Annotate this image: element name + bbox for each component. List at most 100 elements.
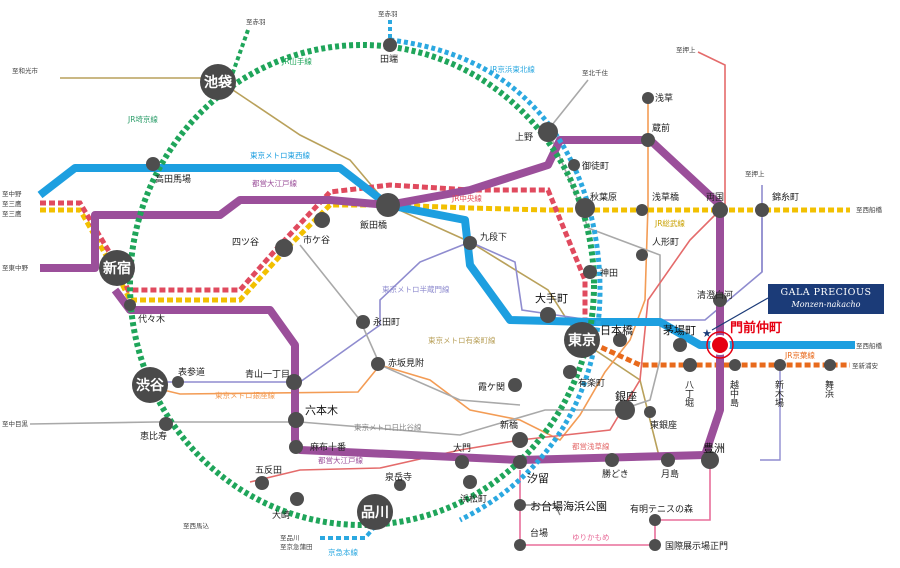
tozai-line: [37, 164, 855, 349]
station-hamamatsucho[interactable]: 浜松町: [460, 475, 487, 505]
station-azabujuban[interactable]: 麻布十番: [289, 440, 346, 454]
dest-nishifunabashi-2: 至西船橋: [856, 341, 883, 350]
station-kiyosumi[interactable]: 清澄白河: [697, 289, 733, 307]
station-sengakuji[interactable]: 泉岳寺: [385, 471, 412, 491]
station-kuramae[interactable]: 蔵前: [641, 122, 670, 147]
station-kasumigaseki[interactable]: 霞ケ関: [478, 378, 522, 393]
svg-text:池袋: 池袋: [204, 74, 233, 91]
svg-text:高田馬場: 高田馬場: [155, 173, 191, 185]
svg-text:四ツ谷: 四ツ谷: [232, 237, 259, 248]
station-yotsuya[interactable]: 四ツ谷: [232, 237, 293, 257]
brand-title: GALA PRECIOUS: [780, 287, 872, 298]
svg-text:五反田: 五反田: [255, 465, 282, 476]
station-kudanshita[interactable]: 九段下: [463, 231, 507, 250]
station-shiodome[interactable]: 汐留: [513, 455, 549, 485]
station-gotanda[interactable]: 五反田: [255, 465, 282, 490]
yamanote-line: [127, 42, 597, 528]
station-tsukishima[interactable]: 月島: [661, 453, 679, 480]
dest-nishifunabashi-1: 至西船橋: [856, 205, 883, 214]
station-daiba[interactable]: 台場: [514, 527, 548, 551]
label-yurakucho: 東京メトロ有楽町線: [428, 335, 496, 345]
station-etchujima[interactable]: 越中島: [728, 359, 741, 408]
station-ningyocho[interactable]: 人形町: [636, 236, 679, 261]
svg-text:飯田橋: 飯田橋: [360, 219, 387, 231]
station-yurakucho[interactable]: 有楽町: [563, 365, 605, 389]
label-oedo: 都営大江戸線: [252, 178, 297, 188]
station-iidabashi[interactable]: 飯田橋: [360, 193, 400, 231]
station-monzennakacho[interactable]: 門前仲町: [706, 320, 782, 359]
hub-shinjuku[interactable]: 新宿: [99, 250, 135, 286]
hub-tokyo[interactable]: 東京: [564, 322, 600, 358]
station-toyosu[interactable]: 豊洲: [701, 442, 725, 469]
station-ueno[interactable]: 上野: [515, 122, 558, 143]
station-yoyogi[interactable]: 代々木: [124, 299, 165, 325]
svg-text:門前仲町: 門前仲町: [730, 320, 782, 336]
station-kachidoki[interactable]: 勝どき: [602, 453, 629, 480]
svg-text:九段下: 九段下: [480, 231, 507, 243]
station-akasakamitsuke[interactable]: 赤坂見附: [371, 357, 424, 371]
station-tabata[interactable]: 田端: [380, 38, 398, 65]
station-takadanobaba[interactable]: 高田馬場: [146, 157, 191, 185]
station-aoyama[interactable]: 青山一丁目: [245, 368, 302, 390]
station-asakusa[interactable]: 浅草: [642, 92, 673, 104]
station-kinshicho[interactable]: 錦糸町: [755, 191, 799, 217]
hub-shibuya[interactable]: 渋谷: [132, 367, 168, 403]
hub-shinagawa[interactable]: 品川: [357, 494, 393, 530]
svg-text:赤坂見附: 赤坂見附: [388, 357, 424, 369]
station-ginza[interactable]: 銀座: [615, 389, 637, 420]
station-ebisu[interactable]: 恵比寿: [140, 417, 173, 442]
hub-ikebukuro[interactable]: 池袋: [200, 64, 236, 100]
dest-higashinakano: 至東中野: [2, 263, 29, 272]
label-hanzomon: 東京メトロ半蔵門線: [382, 284, 450, 294]
sobu-line: [40, 202, 850, 303]
station-omotesando[interactable]: 表参道: [172, 366, 205, 388]
station-daimon[interactable]: 大門: [453, 442, 471, 469]
svg-text:代々木: 代々木: [138, 313, 165, 325]
station-nihonbashi[interactable]: 日本橋: [600, 323, 633, 347]
svg-text:人形町: 人形町: [652, 236, 679, 248]
station-shinkiba[interactable]: 新木場: [773, 359, 786, 408]
svg-text:汐留: 汐留: [527, 471, 549, 485]
yurakucho-line: [217, 79, 661, 461]
svg-text:御徒町: 御徒町: [582, 160, 609, 172]
dest-mitaka-1: 至三鷹: [2, 199, 22, 208]
station-kokusai[interactable]: 国際展示場正門: [649, 539, 728, 552]
station-odaiba[interactable]: お台場海浜公園: [514, 499, 607, 513]
asakusa-line: [249, 51, 726, 483]
station-akihabara[interactable]: 秋葉原: [575, 191, 617, 218]
svg-text:六本木: 六本木: [305, 403, 338, 417]
station-kanda[interactable]: 神田: [583, 265, 618, 279]
station-roppongi[interactable]: 六本木: [288, 403, 338, 428]
dest-nakameguro: 至中目黒: [2, 419, 29, 428]
station-nagatacho[interactable]: 永田町: [356, 315, 400, 329]
svg-text:神田: 神田: [600, 267, 618, 279]
svg-text:恵比寿: 恵比寿: [140, 430, 167, 442]
dest-shinurayasu: 至新浦安: [852, 361, 879, 370]
svg-text:霞ケ関: 霞ケ関: [478, 382, 505, 393]
dest-mitaka-2: 至三鷹: [2, 209, 22, 218]
station-shinbashi[interactable]: 新橋: [500, 419, 528, 448]
svg-text:大門: 大門: [453, 442, 471, 454]
station-osaki[interactable]: 大崎: [272, 492, 304, 521]
svg-text:錦糸町: 錦糸町: [772, 191, 799, 203]
mita-line: [299, 244, 521, 406]
svg-text:品川: 品川: [361, 505, 389, 521]
station-maihama[interactable]: 舞浜: [823, 359, 836, 399]
station-hatchobori[interactable]: 八丁堀: [683, 358, 697, 408]
dest-oshiage-1: 至押上: [676, 45, 696, 54]
label-yurikamome: ゆりかもめ: [572, 533, 610, 542]
station-higashiginza[interactable]: 東銀座: [644, 406, 677, 431]
station-asakusabashi[interactable]: 浅草橋: [636, 191, 679, 216]
svg-text:浅草: 浅草: [655, 92, 673, 104]
label-keihin: JR京浜東北線: [489, 64, 535, 74]
station-okachimachi[interactable]: 御徒町: [568, 159, 609, 172]
station-kayabacho[interactable]: 茅場町: [663, 324, 696, 352]
svg-text:田端: 田端: [380, 53, 398, 65]
station-ariake[interactable]: 有明テニスの森: [630, 503, 693, 526]
label-yamanote: JR山手線: [281, 56, 312, 66]
station-otemachi[interactable]: 大手町: [535, 291, 568, 323]
station-ryogoku[interactable]: 両国: [706, 192, 728, 218]
svg-text:月島: 月島: [661, 468, 679, 480]
station-ichigaya[interactable]: 市ケ谷: [303, 212, 330, 246]
svg-text:麻布十番: 麻布十番: [310, 441, 346, 453]
